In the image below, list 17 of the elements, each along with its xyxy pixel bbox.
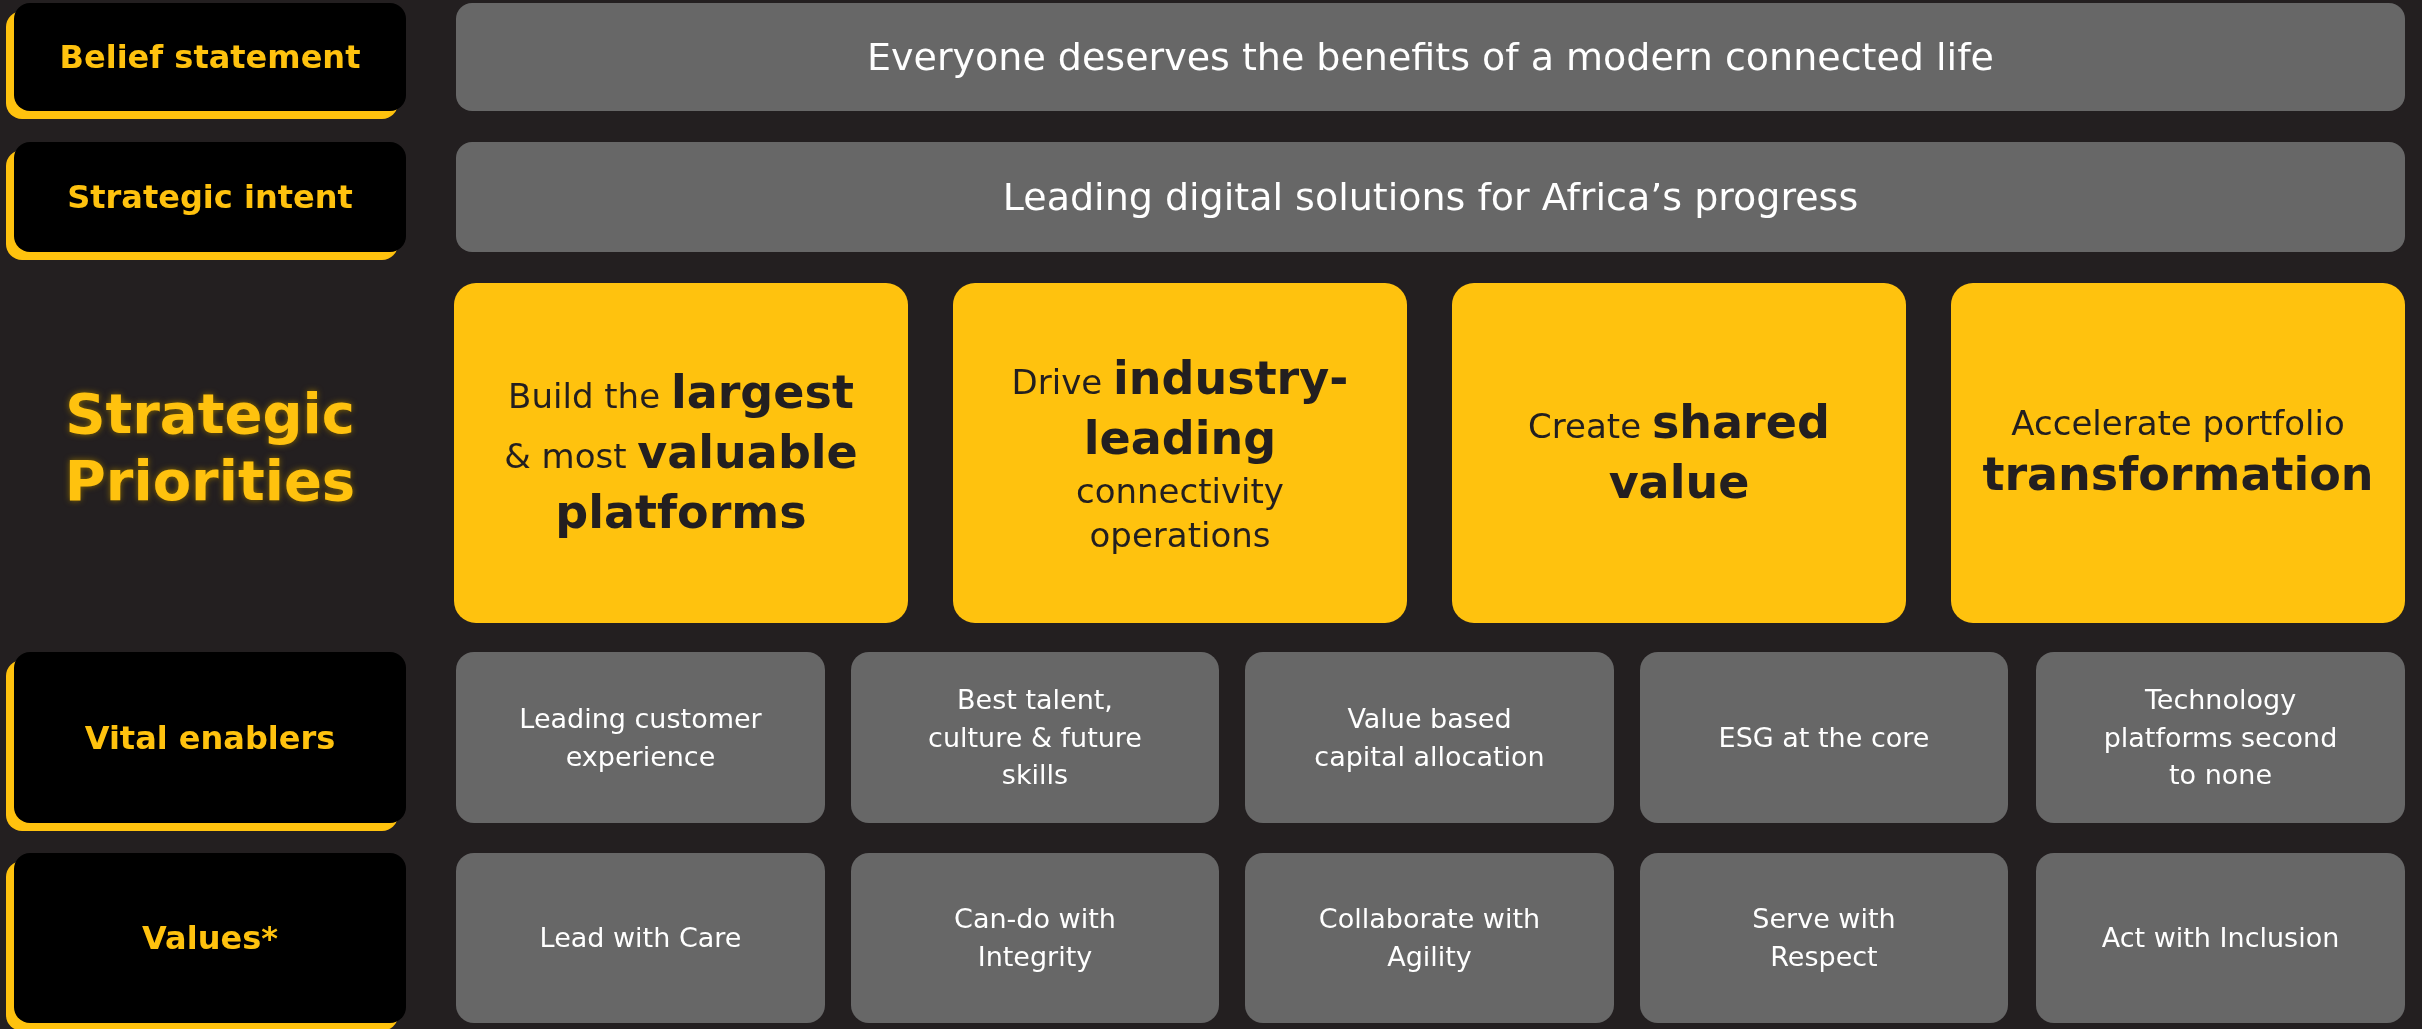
statement-box: Leading digital solutions for Africa’s progress: [456, 142, 2405, 252]
enabler-card: Serve with Respect: [1640, 853, 2008, 1023]
enabler-card: ESG at the core: [1640, 652, 2008, 823]
section-heading: Strategic Priorities: [63, 380, 357, 515]
priority-card: Build the largest & most valuable platforms: [454, 283, 908, 623]
enabler-card: Act with Inclusion: [2036, 853, 2405, 1023]
enabler-card: Can-do with Integrity: [851, 853, 1219, 1023]
priority-card: Create shared value: [1452, 283, 1906, 623]
enabler-card: Leading customer experience: [456, 652, 825, 823]
enabler-card: Collaborate with Agility: [1245, 853, 1614, 1023]
priority-card: Accelerate portfolio transformation: [1951, 283, 2405, 623]
enabler-card: Best talent, culture & future skills: [851, 652, 1219, 823]
enabler-card: Technology platforms second to none: [2036, 652, 2405, 823]
priority-card: Drive industry-leading connectivity operations: [953, 283, 1407, 623]
enabler-card: Lead with Care: [456, 853, 825, 1023]
statement-box: Everyone deserves the benefits of a modern connected life: [456, 3, 2405, 111]
enabler-card: Value based capital allocation: [1245, 652, 1614, 823]
